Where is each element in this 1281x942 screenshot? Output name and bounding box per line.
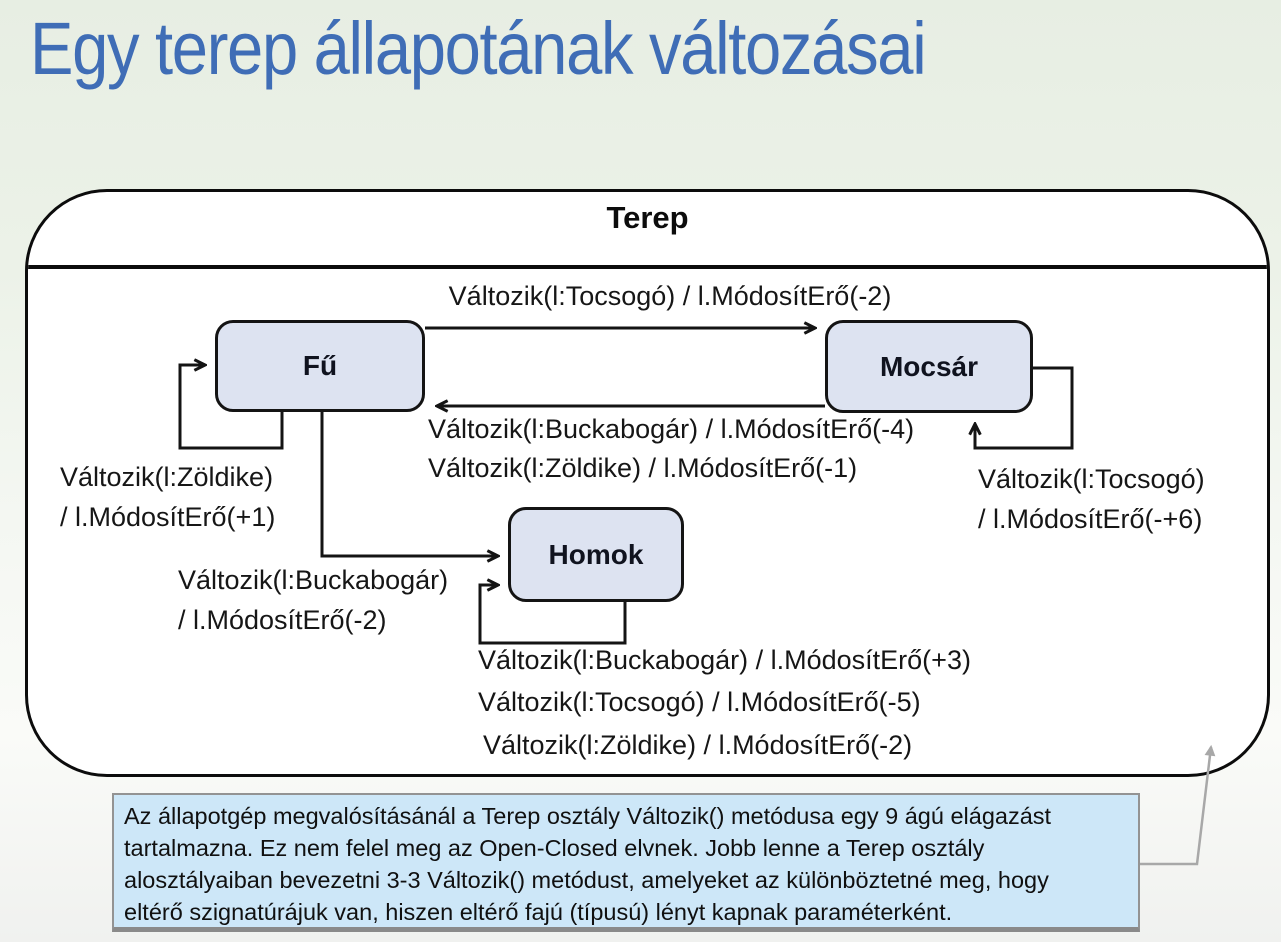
frame-title-divider bbox=[28, 265, 1267, 269]
state-homok: Homok bbox=[508, 507, 684, 602]
label-mocsar-to-fu-2: Változik(l:Zöldike) / l.MódosítErő(-1) bbox=[428, 453, 858, 483]
label-fu-self-loop: Változik(l:Zöldike) / l.MódosítErő(+1) bbox=[60, 462, 276, 532]
note-callout: Az állapotgép megvalósításánál a Terep o… bbox=[112, 793, 1140, 932]
label-homok-self-loop-3: Változik(l:Zöldike) / l.MódosítErő(-2) bbox=[483, 730, 913, 760]
frame-title: Terep bbox=[606, 200, 689, 235]
state-mocsar: Mocsár bbox=[825, 320, 1033, 413]
state-homok-label: Homok bbox=[548, 538, 644, 570]
label-fu-to-mocsar: Változik(l:Tocsogó) / l.MódosítErő(-2) bbox=[448, 281, 892, 311]
label-homok-self-loop-2: Változik(l:Tocsogó) / l.MódosítErő(-5) bbox=[478, 687, 921, 717]
label-homok-self-loop-1: Változik(l:Buckabogár) / l.MódosítErő(+3… bbox=[478, 645, 971, 675]
state-machine-frame: Terep bbox=[25, 189, 1270, 777]
label-mocsar-to-fu-1: Változik(l:Buckabogár) / l.MódosítErő(-4… bbox=[428, 414, 915, 444]
label-mocsar-self-loop: Változik(l:Tocsogó) / l.MódosítErő(-+6) bbox=[978, 464, 1205, 534]
state-fu: Fű bbox=[215, 320, 425, 412]
state-fu-label: Fű bbox=[302, 350, 338, 381]
slide-title: Egy terep állapotának változásai bbox=[30, 7, 927, 90]
label-fu-to-homok: Változik(l:Buckabogár) / l.MódosítErő(-2… bbox=[178, 565, 449, 635]
state-mocsar-label: Mocsár bbox=[879, 350, 979, 382]
